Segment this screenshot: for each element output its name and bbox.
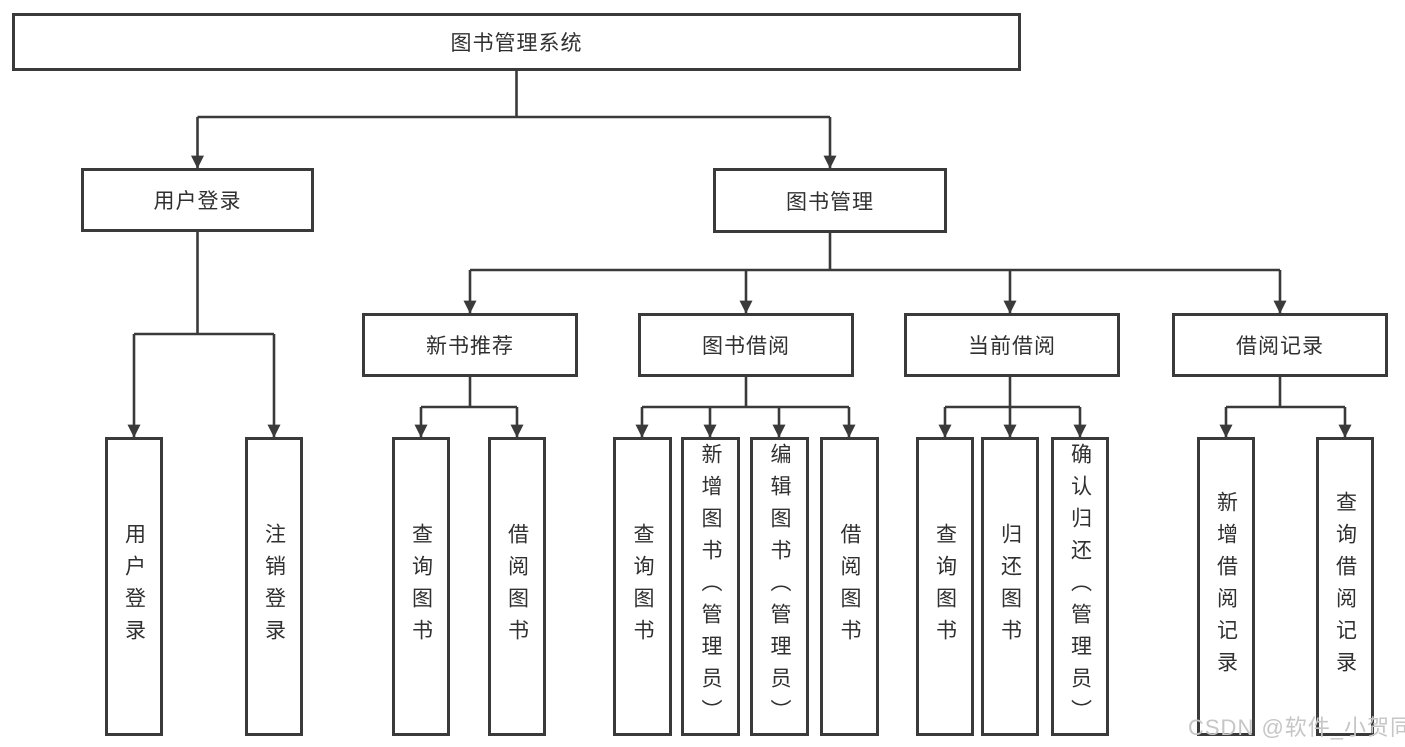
node-library-system: 图书管理系统 [12, 13, 1021, 71]
node-label: 借阅记录 [1236, 335, 1324, 358]
node-label: 当前借阅 [968, 335, 1056, 358]
node-new-book-recommend: 新书推荐 [362, 313, 578, 377]
node-label: 图书借阅 [702, 335, 790, 358]
node-user-login: 用户登录 [81, 168, 314, 232]
node-label: 查询图书 [409, 522, 433, 651]
leaf-return-books: 归还图书 [981, 437, 1039, 736]
node-label: 图书管理 [786, 190, 874, 214]
leaf-logout: 注销登录 [245, 437, 303, 736]
node-label: 用户登录 [122, 522, 146, 651]
node-label: 借阅图书 [838, 522, 861, 651]
leaf-add-books-admin: 新增图书（管理员） [681, 437, 740, 736]
node-label: 查询图书 [933, 522, 957, 651]
watermark-text: CSDN @软件_小贺同学 [1188, 715, 1405, 740]
leaf-query-books-borrowing: 查询图书 [613, 437, 672, 736]
leaf-confirm-return-admin: 确认归还（管理员） [1051, 437, 1109, 736]
leaf-query-books-recommend: 查询图书 [392, 437, 450, 736]
node-label: 新增借阅记录 [1214, 490, 1238, 683]
node-label: 新增图书（管理员） [699, 442, 722, 731]
leaf-borrow-books: 借阅图书 [820, 437, 879, 736]
node-book-borrowing: 图书借阅 [638, 313, 854, 377]
node-label: 确认归还（管理员） [1068, 442, 1092, 731]
node-label: 用户登录 [153, 190, 242, 213]
leaf-add-borrow-record: 新增借阅记录 [1197, 437, 1255, 736]
node-label: 归还图书 [998, 522, 1022, 651]
leaf-query-borrow-record: 查询借阅记录 [1316, 437, 1374, 736]
node-label: 查询借阅记录 [1333, 490, 1357, 683]
node-book-management: 图书管理 [713, 168, 947, 233]
node-label: 查询图书 [631, 522, 654, 651]
node-label: 注销登录 [262, 522, 286, 651]
leaf-edit-books-admin: 编辑图书（管理员） [750, 437, 809, 736]
node-current-borrowing: 当前借阅 [904, 313, 1120, 377]
node-label: 新书推荐 [426, 335, 514, 358]
node-label: 图书管理系统 [450, 32, 583, 55]
leaf-borrow-books-recommend: 借阅图书 [488, 437, 546, 736]
node-label: 编辑图书（管理员） [768, 442, 791, 731]
node-label: 借阅图书 [505, 522, 529, 651]
leaf-query-books-current: 查询图书 [916, 437, 974, 736]
leaf-user-login: 用户登录 [105, 437, 163, 736]
node-borrowing-records: 借阅记录 [1172, 313, 1388, 377]
